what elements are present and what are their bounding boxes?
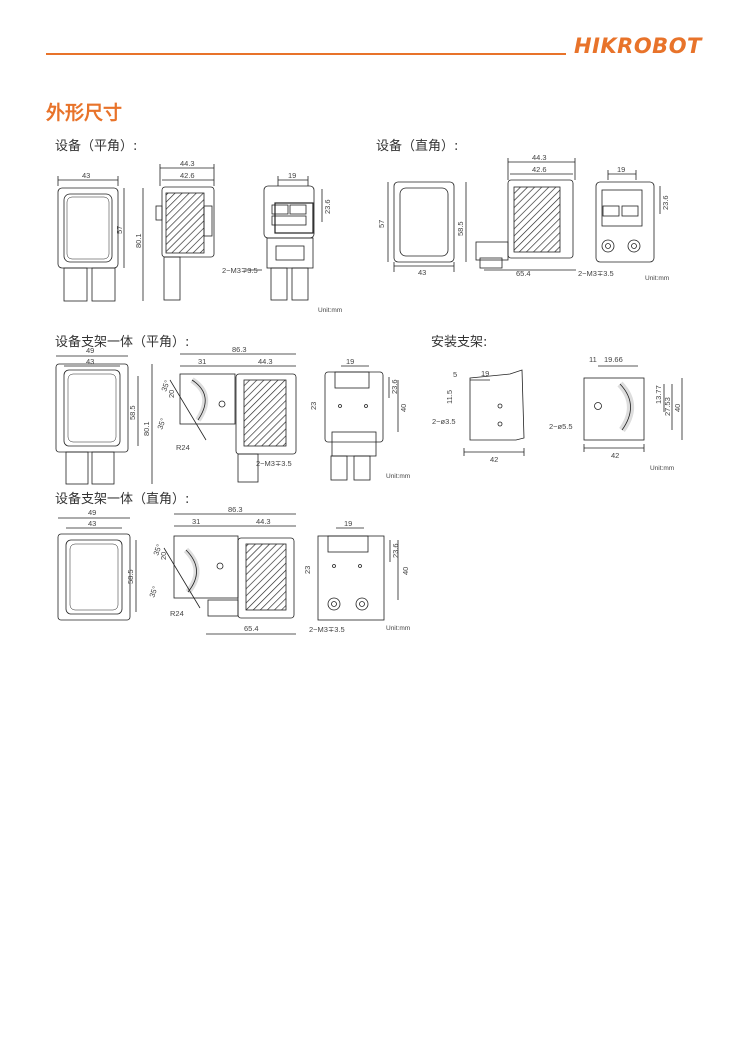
dim-label: 5 xyxy=(453,370,457,379)
dim-label: 44.3 xyxy=(256,517,271,526)
unit-label: Unit:mm xyxy=(650,465,674,472)
dim-label: 44.3 xyxy=(258,357,273,366)
screw-label: 2−M3∓3.5 xyxy=(222,266,258,275)
dim-label: 19 xyxy=(346,357,354,366)
dim-label: 57 xyxy=(377,220,386,228)
dim-label: 43 xyxy=(418,268,426,277)
dim-label: 27.53 xyxy=(663,397,672,416)
section-title-bracket-flat: 设备支架一体（平角）: xyxy=(55,335,190,350)
dim-label: 23.6 xyxy=(390,379,399,394)
dim-label: 40 xyxy=(673,404,682,412)
dim-label: 44.3 xyxy=(180,159,195,168)
dim-label: 23 xyxy=(309,402,318,410)
bracket-flat-back-view xyxy=(324,365,399,481)
unit-label: Unit:mm xyxy=(386,625,410,632)
page-heading: 外形尺寸 xyxy=(46,102,123,124)
bracket-right-side-view xyxy=(163,513,296,635)
section-title-bracket-right: 设备支架一体（直角）: xyxy=(55,492,190,507)
dim-label: 40 xyxy=(401,567,410,575)
dim-label: 23 xyxy=(303,566,312,574)
dim-label: 80.1 xyxy=(142,421,151,436)
dim-label: 86.3 xyxy=(232,345,247,354)
dim-label: R24 xyxy=(176,443,190,452)
dim-label: 23.6 xyxy=(323,199,332,214)
dim-label: 31 xyxy=(192,517,200,526)
dim-label: 49 xyxy=(88,508,96,517)
section-title-flat: 设备（平角）: xyxy=(55,139,138,154)
mount-side-view xyxy=(583,365,683,452)
dim-label: 19 xyxy=(481,369,489,378)
dim-label: 20 xyxy=(167,390,176,398)
right-back-view xyxy=(595,170,661,263)
dim-label: 58.5 xyxy=(456,221,465,236)
dim-label: 58.5 xyxy=(126,569,135,584)
dim-label: 35° xyxy=(151,543,163,557)
dim-label: 35° xyxy=(147,585,159,599)
dim-label: 43 xyxy=(86,357,94,366)
dim-label: 19.66 xyxy=(604,355,623,364)
dim-label: 19 xyxy=(617,165,625,174)
dim-label: 43 xyxy=(82,171,90,180)
dim-label: 65.4 xyxy=(244,624,259,633)
dim-label: 2−ø5.5 xyxy=(549,422,573,431)
right-front-view xyxy=(387,181,467,272)
mount-front-view xyxy=(463,369,525,456)
flat-side-view xyxy=(155,164,215,301)
dim-label: 11 xyxy=(589,355,597,364)
dim-label: 44.3 xyxy=(532,153,547,162)
unit-label: Unit:mm xyxy=(645,275,669,282)
bracket-flat-side-view xyxy=(169,353,297,483)
dim-label: 42.6 xyxy=(532,165,547,174)
screw-label: 2−M3∓3.5 xyxy=(256,459,292,468)
screw-label: 2−M3∓3.5 xyxy=(578,269,614,278)
dim-label: 23.6 xyxy=(661,195,670,210)
dim-label: 58.5 xyxy=(128,405,137,420)
dim-label: 86.3 xyxy=(228,505,243,514)
dim-label: 42 xyxy=(490,455,498,464)
dim-label: 43 xyxy=(88,519,96,528)
unit-label: Unit:mm xyxy=(318,307,342,314)
section-title-mount: 安装支架: xyxy=(431,335,488,350)
dim-label: 19 xyxy=(288,171,296,180)
screw-label: 2−M3∓3.5 xyxy=(309,625,345,634)
dim-label: 57 xyxy=(115,226,124,234)
flat-front-view xyxy=(57,176,144,302)
dim-label: 80.1 xyxy=(134,233,143,248)
dim-label: 31 xyxy=(198,357,206,366)
dim-label: 13.77 xyxy=(654,385,663,404)
section-title-right: 设备（直角）: xyxy=(376,139,459,154)
dim-label: 2−ø3.5 xyxy=(432,417,456,426)
dim-label: 42.6 xyxy=(180,171,195,180)
dim-label: 42 xyxy=(611,451,619,460)
unit-label: Unit:mm xyxy=(386,473,410,480)
header-rule xyxy=(46,53,566,55)
dimension-labels: 43 57 80.1 44.3 42.6 19 23.6 2−M3∓3.5 Un… xyxy=(82,153,682,634)
bracket-right-front-view xyxy=(57,517,137,621)
dim-label: 35° xyxy=(155,417,167,431)
bracket-right-back-view xyxy=(317,527,399,621)
dim-label: 35° xyxy=(159,379,171,393)
flat-back-view xyxy=(245,176,323,301)
dim-label: 49 xyxy=(86,346,94,355)
dim-label: 11.5 xyxy=(445,390,454,404)
dim-label: 23.6 xyxy=(391,543,400,558)
dim-label: 20 xyxy=(159,552,168,560)
dim-label: R24 xyxy=(170,609,184,618)
dim-label: 65.4 xyxy=(516,269,531,278)
bracket-flat-front-view xyxy=(55,355,153,485)
brand-logo: HIKROBOT xyxy=(574,34,702,58)
right-side-view xyxy=(475,158,576,271)
dim-label: 40 xyxy=(399,404,408,412)
dim-label: 19 xyxy=(344,519,352,528)
